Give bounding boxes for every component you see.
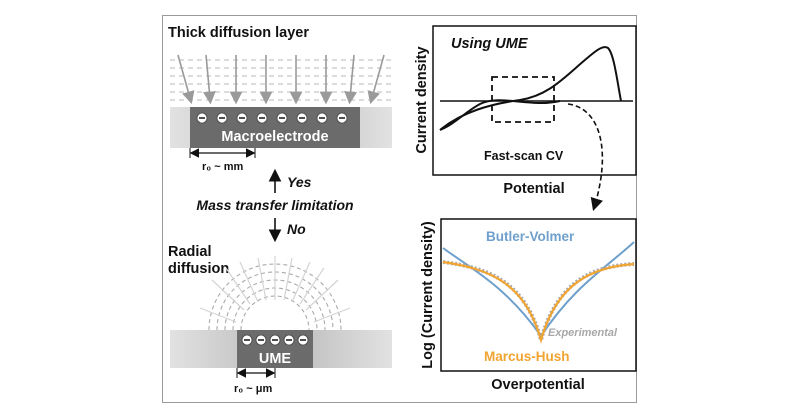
cv-xlabel: Potential [503, 181, 564, 197]
zoom-arrow [567, 103, 604, 212]
marcus-hush-curve [442, 260, 635, 345]
cv-annotation: Fast-scan CV [484, 149, 564, 163]
macroelectrode-label: Macroelectrode [221, 129, 328, 145]
cv-reverse-scan [439, 99, 561, 131]
diffusion-layer-dashes [170, 59, 392, 101]
no-label: No [287, 221, 306, 237]
radial-label-line1: Radial [168, 244, 212, 260]
cv-plot-frame [432, 25, 637, 176]
marcus-hush-label: Marcus-Hush [484, 349, 570, 364]
r0-mm-label: r₀ ~ mm [202, 161, 244, 173]
thick-diffusion-title: Thick diffusion layer [168, 25, 309, 41]
planar-diffusion-arrows [177, 54, 385, 105]
macroelectrode [190, 107, 360, 148]
cv-forward-scan [439, 46, 622, 131]
yes-label: Yes [287, 174, 312, 190]
log-xlabel: Overpotential [491, 377, 584, 393]
butler-volmer-label: Butler-Volmer [486, 229, 575, 244]
r0-um-label: r₀ ~ μm [234, 383, 273, 395]
ume-label: UME [259, 351, 292, 367]
radial-diffusion-rays [199, 256, 351, 323]
zoom-box [491, 76, 555, 123]
r0-mm-dimension [189, 148, 256, 158]
figure-frame [162, 15, 637, 403]
radial-label-line2: diffusion [168, 261, 229, 277]
log-ylabel: Log (Current density) [420, 221, 436, 369]
electron-symbols-ume [241, 334, 309, 346]
mass-transfer-label: Mass transfer limitation [196, 197, 353, 213]
electron-symbols-macro [196, 112, 348, 124]
log-plot-frame [440, 218, 637, 372]
cv-inset-title: Using UME [451, 36, 529, 52]
r0-um-dimension [236, 368, 276, 378]
butler-volmer-curve [442, 241, 635, 338]
cv-ylabel: Current density [414, 46, 430, 153]
experimental-label: Experimental [548, 327, 618, 339]
